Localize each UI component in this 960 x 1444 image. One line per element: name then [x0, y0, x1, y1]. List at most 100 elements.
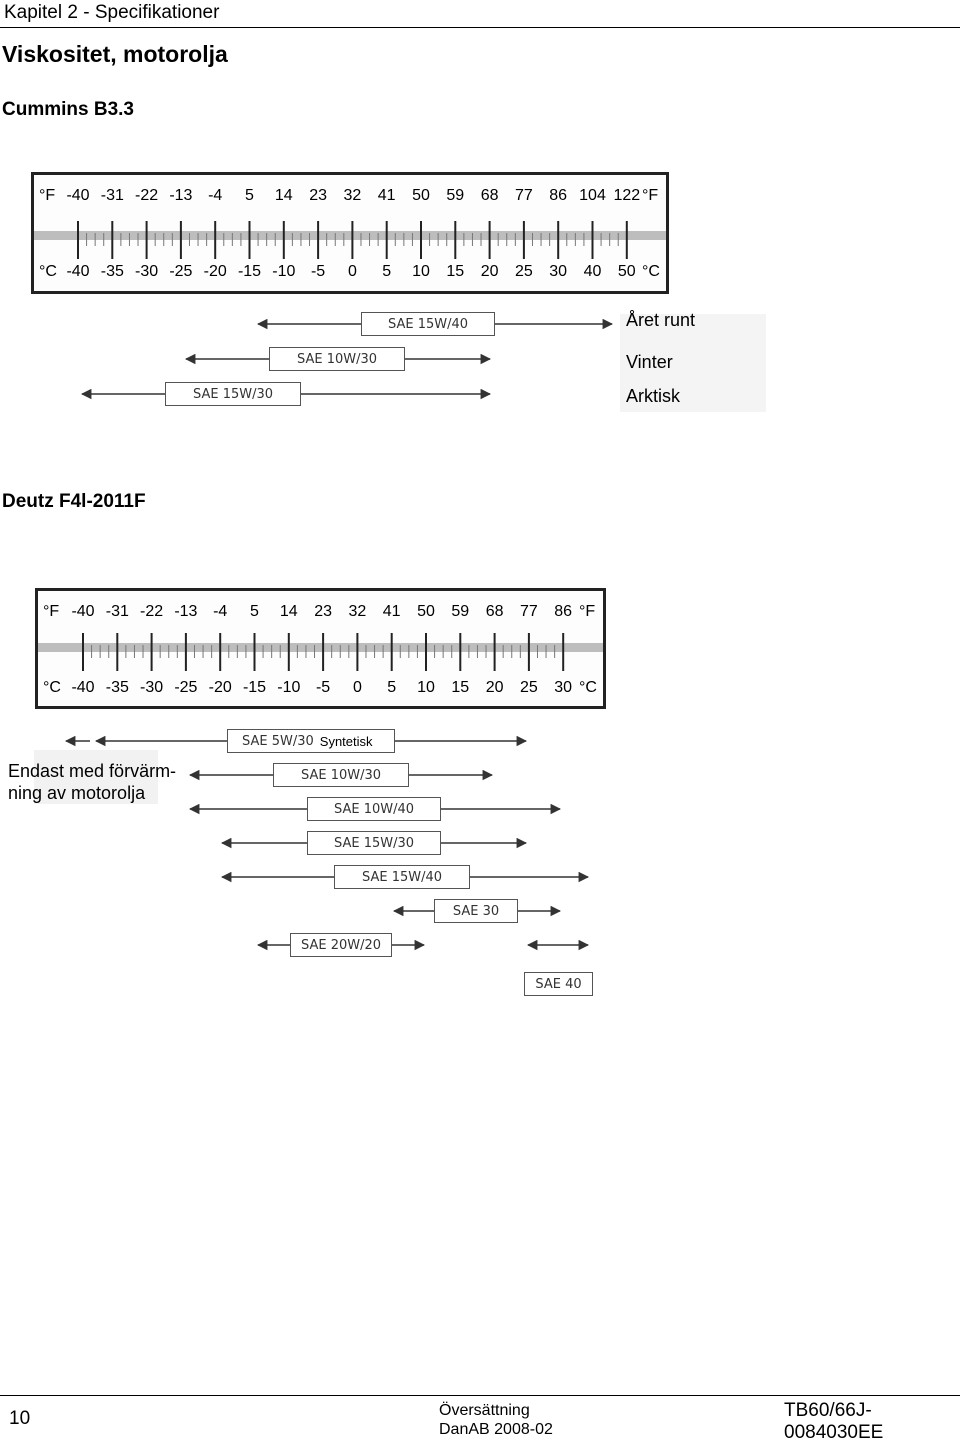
fahrenheit-tick-label: 68 — [480, 187, 499, 204]
celsius-tick-label: -5 — [315, 679, 331, 696]
scale-band — [38, 643, 603, 652]
fahrenheit-tick-label: 23 — [314, 603, 332, 620]
celsius-tick-label: -25 — [174, 679, 198, 696]
footer-rule — [0, 1395, 960, 1396]
oil-label-5w30: SAE 5W/30 — [242, 733, 314, 749]
celsius-tick-label: -15 — [242, 679, 267, 696]
fahrenheit-tick-label: 5 — [250, 603, 259, 620]
celsius-tick-label: 30 — [554, 679, 573, 696]
page-title: Viskositet, motorolja — [2, 41, 228, 67]
celsius-unit-right: °C — [579, 679, 597, 696]
celsius-tick-label: -30 — [135, 263, 159, 280]
fahrenheit-tick-label: 77 — [519, 603, 538, 620]
fahrenheit-tick-label: -40 — [71, 603, 95, 620]
celsius-tick-label: 5 — [387, 679, 397, 696]
celsius-tick-label: 15 — [446, 263, 465, 280]
celsius-tick-label: 10 — [417, 679, 435, 696]
translation-credit: Översättning DanAB 2008-02 — [439, 1401, 553, 1439]
fahrenheit-tick-label: 23 — [309, 187, 327, 204]
celsius-tick-label: -35 — [100, 263, 124, 280]
fahrenheit-tick-label: 68 — [485, 603, 504, 620]
celsius-tick-label: 25 — [514, 263, 533, 280]
fahrenheit-tick-label: 32 — [348, 603, 367, 620]
fahrenheit-tick-label: 86 — [554, 603, 573, 620]
fahrenheit-tick-label: 32 — [343, 187, 362, 204]
legend-winter: Vinter — [626, 352, 673, 372]
fahrenheit-tick-label: -40 — [66, 187, 90, 204]
document-id: TB60/66J-0084030EE — [784, 1400, 884, 1443]
temperature-scale-graphic — [38, 633, 603, 671]
celsius-tick-label: -25 — [169, 263, 193, 280]
translator: DanAB 2008-02 — [439, 1421, 553, 1438]
fahrenheit-tick-label: 14 — [279, 603, 298, 620]
celsius-tick-label: 20 — [480, 263, 499, 280]
celsius-tick-label: -20 — [208, 679, 232, 696]
celsius-tick-label: -15 — [237, 263, 262, 280]
fahrenheit-tick-label: 104 — [579, 187, 606, 204]
oil-box-10w30-cummins: SAE 10W/30 — [269, 347, 405, 371]
preheat-note-line1: Endast med förvärm- — [8, 761, 177, 781]
celsius-tick-label: -40 — [71, 679, 95, 696]
oil-box-5w30: SAE 5W/30 Syntetisk — [227, 729, 395, 753]
page-number: 10 — [9, 1408, 31, 1429]
fahrenheit-tick-label: 41 — [382, 603, 401, 620]
celsius-unit-left: °C — [43, 679, 61, 696]
celsius-unit-right: °C — [642, 263, 660, 280]
celsius-tick-label: 25 — [519, 679, 538, 696]
fahrenheit-unit-left: °F — [39, 187, 56, 204]
celsius-tick-label: -5 — [310, 263, 326, 280]
oil-box-15w30-cummins: SAE 15W/30 — [165, 382, 301, 406]
fahrenheit-tick-label: -31 — [105, 603, 129, 620]
fahrenheit-tick-label: 14 — [274, 187, 293, 204]
oil-box-10w30-deutz: SAE 10W/30 — [273, 763, 409, 787]
oil-box-sae40: SAE 40 — [524, 972, 593, 996]
celsius-unit-left: °C — [39, 263, 57, 280]
celsius-tick-label: 10 — [412, 263, 430, 280]
fahrenheit-tick-label: 50 — [417, 603, 435, 620]
celsius-tick-label: -30 — [140, 679, 164, 696]
fahrenheit-tick-label: -4 — [208, 187, 223, 204]
fahrenheit-tick-label: 86 — [549, 187, 568, 204]
oil-box-10w40: SAE 10W/40 — [307, 797, 441, 821]
oil-box-15w40-cummins: SAE 15W/40 — [361, 312, 495, 336]
celsius-tick-label: 0 — [352, 679, 362, 696]
translation-label: Översättning — [439, 1402, 530, 1419]
fahrenheit-tick-label: 122 — [613, 187, 641, 204]
preheat-note-line2: ning av motorolja — [8, 783, 146, 803]
celsius-tick-label: 15 — [451, 679, 470, 696]
celsius-tick-label: -10 — [272, 263, 296, 280]
fahrenheit-unit-right: °F — [579, 603, 596, 620]
celsius-tick-label: 0 — [347, 263, 357, 280]
legend-year-round: Året runt — [626, 310, 696, 330]
fahrenheit-unit-left: °F — [43, 603, 60, 620]
fahrenheit-tick-label: -4 — [213, 603, 228, 620]
fahrenheit-tick-label: -13 — [174, 603, 198, 620]
preheat-note: Endast med förvärm- ning av motorolja — [8, 760, 176, 804]
fahrenheit-tick-label: -13 — [169, 187, 193, 204]
oil-box-15w40-deutz: SAE 15W/40 — [334, 865, 470, 889]
header-rule — [0, 27, 960, 28]
celsius-tick-label: -10 — [277, 679, 301, 696]
section-heading-cummins: Cummins B3.3 — [2, 99, 134, 120]
celsius-tick-label: 30 — [549, 263, 568, 280]
legend-arctic: Arktisk — [626, 386, 680, 406]
oil-box-15w30-deutz: SAE 15W/30 — [307, 831, 441, 855]
fahrenheit-tick-label: 50 — [412, 187, 430, 204]
synthetic-label: Syntetisk — [319, 733, 373, 749]
fahrenheit-tick-label: 41 — [377, 187, 396, 204]
scale-band — [34, 231, 666, 240]
fahrenheit-tick-label: -22 — [140, 603, 164, 620]
fahrenheit-tick-label: 59 — [451, 603, 470, 620]
celsius-tick-label: 5 — [382, 263, 392, 280]
oil-box-sae30: SAE 30 — [434, 899, 518, 923]
fahrenheit-tick-label: 77 — [514, 187, 533, 204]
section-heading-deutz: Deutz F4l-2011F — [2, 491, 146, 512]
oil-box-20w20: SAE 20W/20 — [290, 933, 392, 957]
fahrenheit-unit-right: °F — [642, 187, 659, 204]
fahrenheit-tick-label: -31 — [100, 187, 124, 204]
legend-background — [620, 314, 766, 412]
celsius-tick-label: 50 — [617, 263, 636, 280]
temperature-scale-graphic — [34, 221, 666, 259]
